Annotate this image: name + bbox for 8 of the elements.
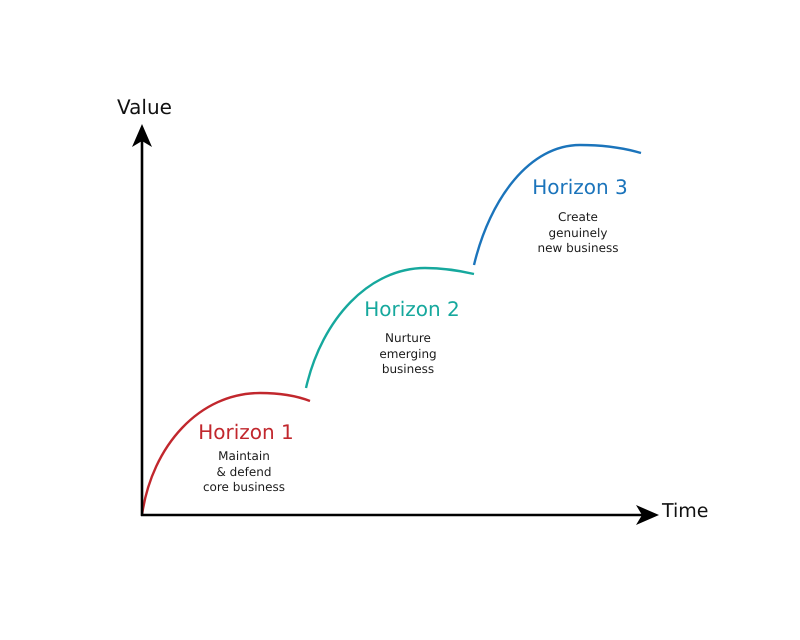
horizon-description: Create genuinely new business xyxy=(538,210,618,256)
horizon-title: Horizon 3 xyxy=(532,175,628,200)
horizon-title: Horizon 1 xyxy=(198,420,294,445)
horizon-description: Maintain & defend core business xyxy=(202,449,286,496)
horizon-description: Nurture emerging business xyxy=(379,331,437,378)
horizon-title: Horizon 2 xyxy=(364,297,460,322)
axis-title: Time xyxy=(662,500,708,523)
axis-title: Value xyxy=(117,96,172,119)
